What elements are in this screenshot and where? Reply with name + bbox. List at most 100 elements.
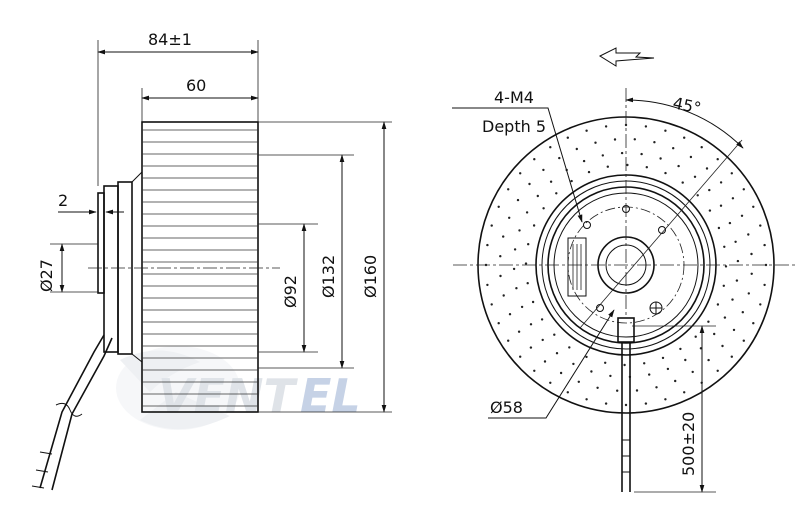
blade-dot (722, 284, 725, 287)
ext-lines-outer (258, 121, 392, 413)
blade-dot (542, 207, 545, 210)
blade-dot (596, 386, 599, 389)
blade-dot (640, 152, 643, 156)
blade-dot (542, 168, 545, 172)
blade-dot (515, 287, 518, 290)
impeller-body (141, 121, 259, 413)
blade-dot (582, 159, 586, 163)
bolt-hole-upper-right (658, 226, 666, 234)
blade-dot (555, 192, 558, 195)
blade-dot (731, 197, 735, 200)
blade-dot (490, 303, 493, 306)
blade-dot (626, 163, 629, 167)
blade-dot (664, 398, 667, 401)
front-centerline-45 (579, 139, 743, 329)
blade-dot (719, 204, 723, 207)
blade-dot (566, 136, 569, 139)
blade-dot (664, 171, 667, 175)
blade-dot (559, 371, 563, 375)
side-view: 84±1 60 2 Ø27 Ø92 Ø132 Ø160 (31, 30, 392, 491)
blade-dot (558, 156, 561, 160)
blade-dot (499, 255, 502, 258)
blade-dot (604, 125, 608, 128)
cable-wires (622, 439, 630, 473)
thread-leader (452, 107, 583, 223)
blade-dot (502, 235, 505, 238)
blade-dot (532, 224, 536, 227)
blade-dot (533, 369, 536, 372)
mount-plate (97, 192, 105, 294)
ext-lines-cable (632, 325, 716, 493)
blade-dot (735, 279, 739, 282)
impeller-blades (142, 129, 258, 407)
blade-dot (747, 292, 750, 295)
blade-dot (519, 355, 522, 358)
blade-dot (604, 361, 607, 364)
ground-screw-cross (650, 302, 662, 314)
front-view: 4-M4 Depth 5 45° Ø58 500±20 (452, 47, 795, 493)
blade-dot (644, 402, 648, 405)
watermark: VENT EL (116, 346, 361, 430)
bolt-hole-upper-left (583, 221, 591, 229)
blade-dot (708, 209, 712, 212)
blade-dot (736, 259, 740, 263)
blade-dot (513, 248, 517, 251)
blade-dot (643, 362, 646, 365)
blade-dot (696, 194, 699, 197)
blade-dot (644, 125, 648, 128)
dim-outer-dia: Ø160 (361, 255, 380, 298)
blade-dot (679, 347, 682, 351)
blade-dot (655, 386, 658, 389)
blade-dot (763, 283, 766, 287)
blade-dot (529, 346, 533, 349)
blade-dot (525, 211, 529, 214)
blade-dot (541, 338, 544, 342)
blade-dot (518, 229, 521, 232)
blade-dot (526, 282, 529, 285)
blade-dot (724, 265, 728, 268)
blade-dot (519, 172, 522, 175)
flange-chamfer (131, 171, 143, 363)
blade-dot (653, 141, 656, 144)
blade-dot (624, 403, 628, 407)
blade-dot (572, 362, 575, 366)
blade-dot (707, 358, 710, 362)
blade-dot (497, 322, 500, 325)
cable-length: 500±20 (679, 412, 698, 476)
blade-dot (540, 318, 544, 321)
blade-dot (499, 274, 502, 278)
blade-dot (616, 389, 619, 392)
blade-dot (486, 283, 489, 287)
blade-dot (528, 182, 531, 186)
blade-dot (543, 360, 547, 363)
blade-dot (705, 167, 709, 170)
blade-dot (683, 136, 686, 139)
blade-dot (716, 369, 719, 372)
blade-dot (731, 298, 734, 301)
blade-dot (723, 316, 727, 319)
dim-inlet-dia: Ø132 (319, 255, 338, 298)
blade-dot (604, 402, 608, 405)
blade-dot (728, 221, 732, 225)
depth-label: Depth 5 (482, 117, 546, 136)
blade-dot (531, 300, 535, 304)
blade-dot (661, 356, 665, 360)
dim-overall-length: 84±1 (148, 30, 192, 49)
blade-dot (677, 164, 680, 168)
blade-dot (575, 147, 578, 151)
thread-label: 4-M4 (494, 88, 534, 107)
blade-dot (623, 363, 626, 367)
watermark-text-a: VENT (158, 369, 299, 423)
blade-dot (606, 165, 609, 168)
blade-dot (508, 216, 511, 219)
blade-dot (585, 129, 588, 132)
blade-dot (732, 328, 736, 332)
flange-ring (103, 185, 119, 353)
blade-dot (740, 214, 744, 217)
blade-dot (684, 358, 687, 362)
dim-hub-dia: Ø27 (37, 259, 56, 292)
cable-outline-b (51, 337, 113, 491)
blade-dot (517, 330, 521, 333)
blade-dot (549, 180, 553, 183)
